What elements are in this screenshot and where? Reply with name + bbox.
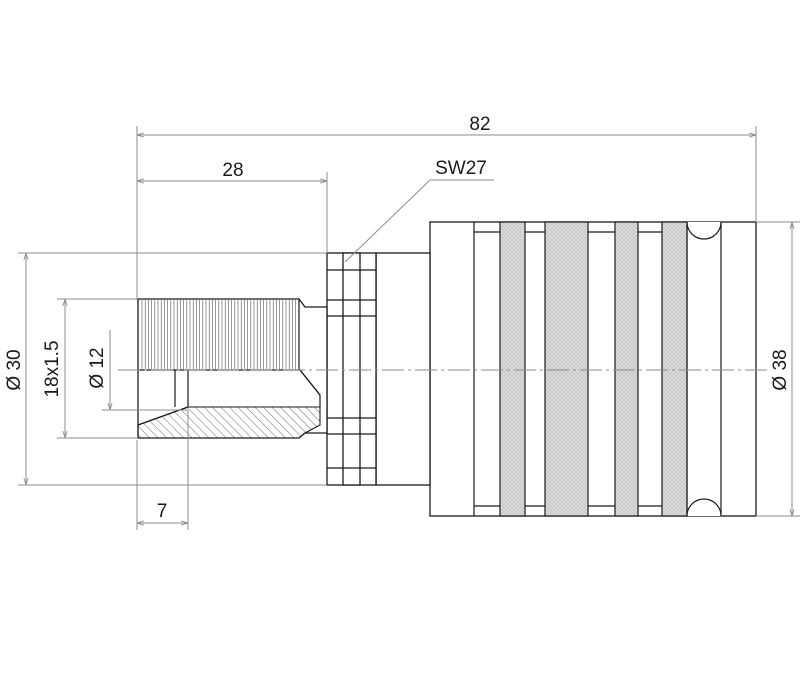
round-groove-top bbox=[686, 221, 722, 240]
dim-bore-diameter: Ø 12 bbox=[87, 347, 108, 388]
knurl-band-4 bbox=[661, 221, 688, 517]
dim-thread-spec: 18x1.5 bbox=[42, 340, 63, 397]
round-groove-bottom bbox=[686, 498, 722, 517]
knurl-band-2 bbox=[544, 221, 589, 517]
dimensions: 82 28 SW27 7 Ø 30 18x1.5 Ø 12 Ø 38 bbox=[4, 114, 800, 530]
body-cylinder bbox=[429, 221, 757, 517]
dim-thread-length: 28 bbox=[222, 160, 243, 181]
knurl-band-3 bbox=[614, 221, 639, 517]
knurl-band-1 bbox=[499, 221, 526, 517]
part-outline bbox=[137, 221, 757, 517]
dim-wrench-size: SW27 bbox=[435, 158, 487, 179]
neck bbox=[375, 252, 431, 486]
dim-flange-diameter: Ø 30 bbox=[4, 349, 25, 390]
dim-chamfer-length: 7 bbox=[157, 501, 168, 522]
dim-body-diameter: Ø 38 bbox=[770, 349, 791, 390]
thread-pattern bbox=[141, 300, 296, 369]
dim-overall-length: 82 bbox=[469, 114, 490, 135]
